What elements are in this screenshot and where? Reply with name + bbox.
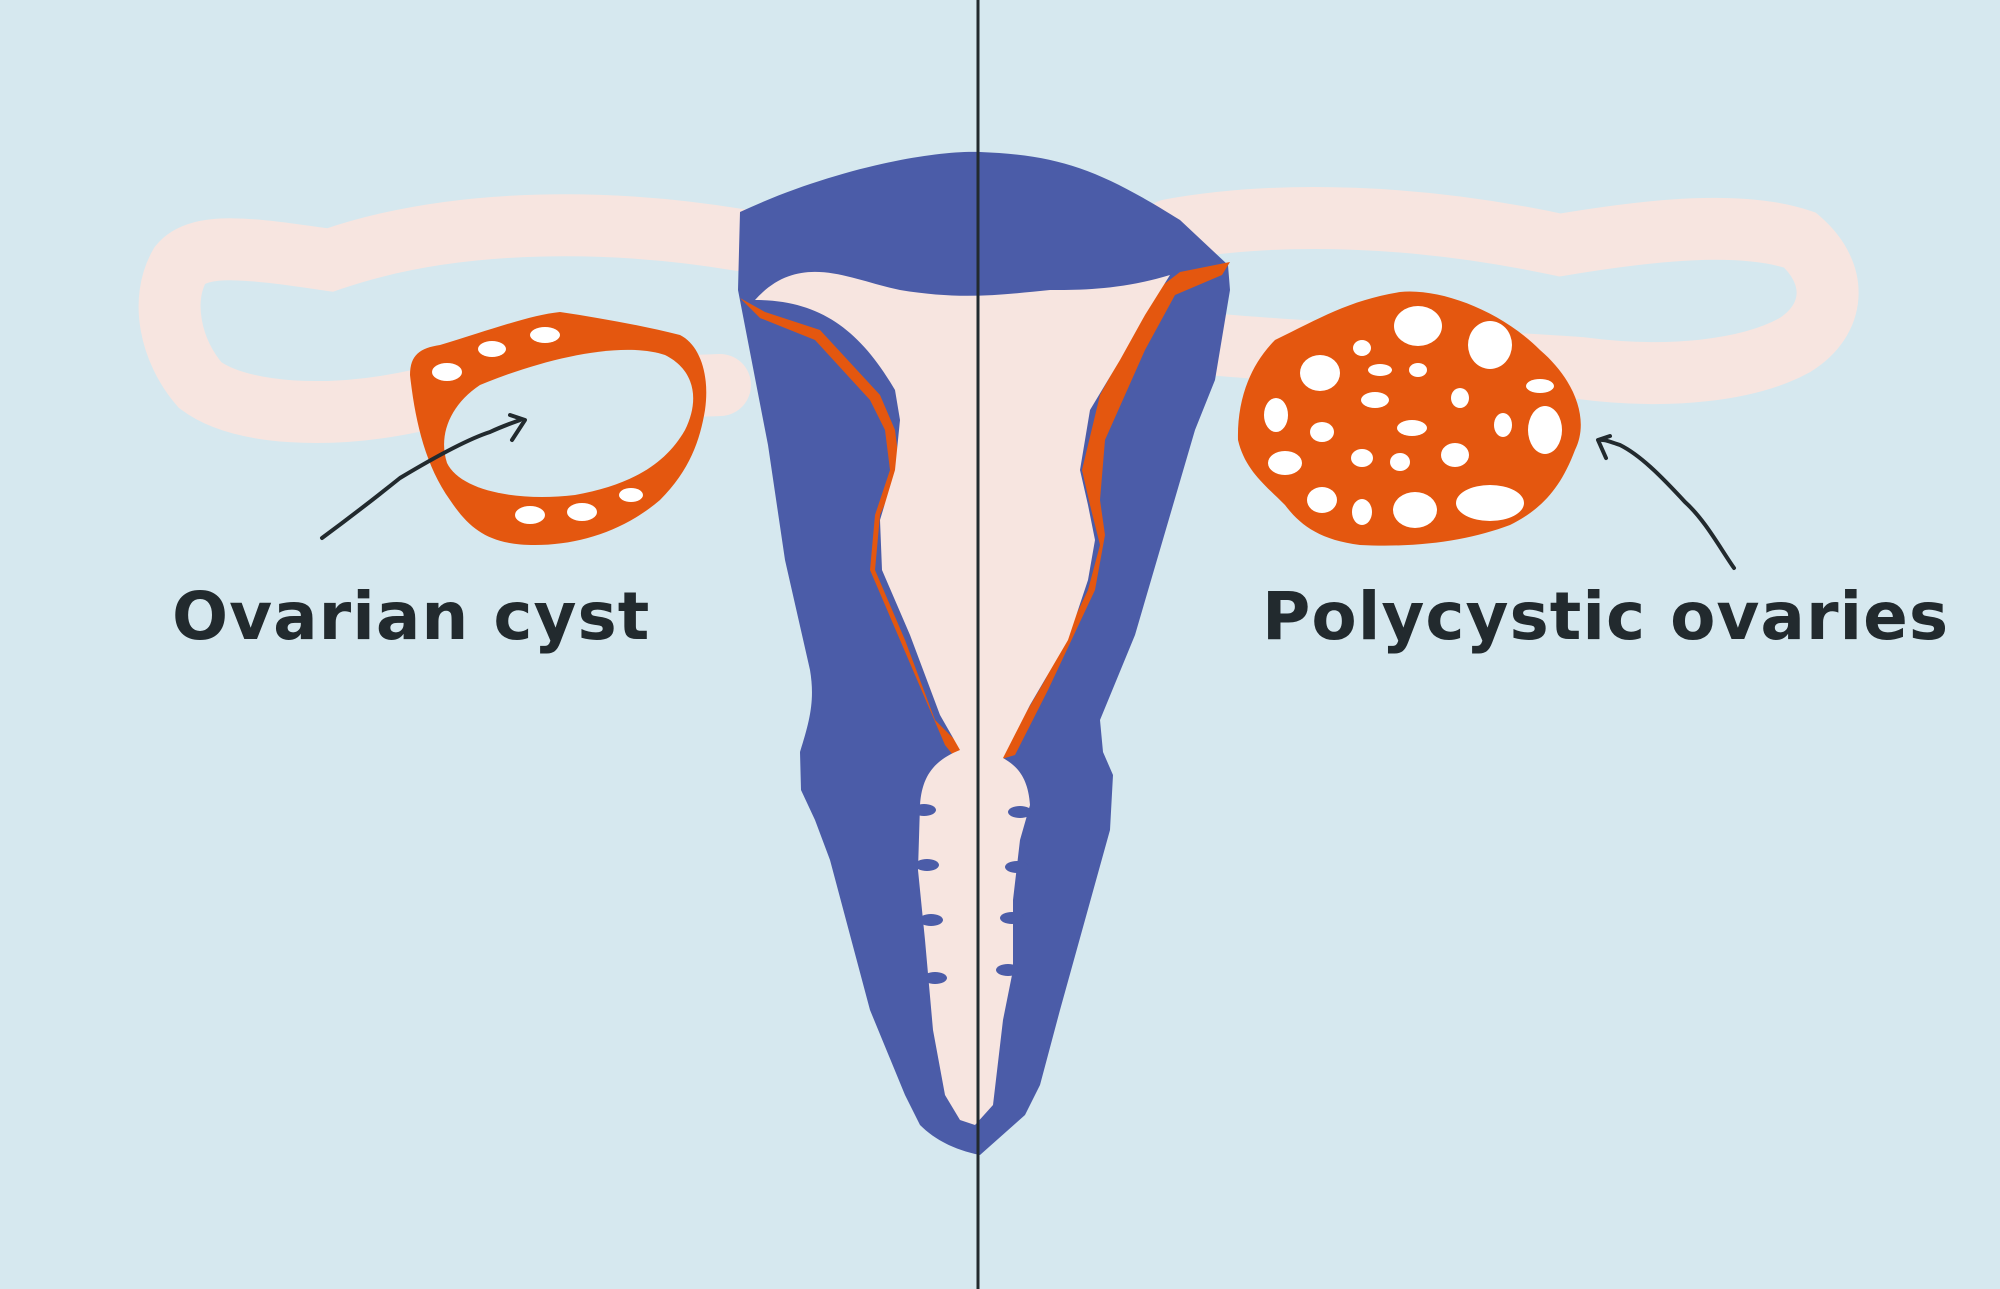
follicle	[1268, 451, 1302, 475]
cervix-fold	[912, 804, 936, 816]
cervix-fold	[1008, 806, 1032, 818]
follicle	[1528, 406, 1562, 454]
follicle	[1353, 340, 1371, 356]
cervix-fold	[923, 972, 947, 984]
cervix-fold	[996, 964, 1020, 976]
polycystic-ovaries-label: Polycystic ovaries	[1262, 578, 1950, 655]
follicle	[515, 506, 545, 524]
follicle	[1368, 364, 1392, 376]
cervix-fold	[1005, 861, 1029, 873]
follicle	[619, 488, 643, 502]
follicle	[1390, 453, 1410, 471]
follicle	[1441, 443, 1469, 467]
arrow-icon	[320, 413, 527, 540]
follicle	[1393, 492, 1437, 528]
follicle	[1361, 392, 1389, 408]
follicle	[1310, 422, 1334, 442]
follicle	[1397, 420, 1427, 436]
cyst	[444, 349, 694, 497]
right-ovary-polycystic	[1237, 291, 1581, 546]
cervix-fold	[919, 914, 943, 926]
uterus-cavity	[755, 271, 1170, 1126]
cervix-folds	[912, 804, 1032, 984]
follicle	[478, 341, 506, 357]
follicle	[432, 363, 462, 381]
follicle	[1451, 388, 1469, 408]
cervix-fold	[915, 859, 939, 871]
follicle	[1526, 379, 1554, 393]
ovarian-cyst-label: Ovarian cyst	[172, 578, 651, 655]
follicle	[1409, 363, 1427, 377]
follicle	[567, 503, 597, 521]
follicle	[1494, 413, 1512, 437]
follicle	[1456, 485, 1524, 521]
cervix-fold	[1000, 912, 1024, 924]
follicle-cluster	[1264, 306, 1562, 528]
follicle	[1352, 499, 1372, 525]
arrow-icon	[1596, 434, 1736, 570]
follicle	[1468, 321, 1512, 369]
follicle	[1300, 355, 1340, 391]
uterus-lining-orange	[740, 262, 1230, 770]
follicle	[1394, 306, 1442, 346]
follicle	[1307, 487, 1337, 513]
follicle	[1351, 449, 1373, 467]
left-ovary-cyst	[410, 312, 707, 545]
follicle	[1264, 398, 1288, 432]
follicle	[530, 327, 560, 343]
